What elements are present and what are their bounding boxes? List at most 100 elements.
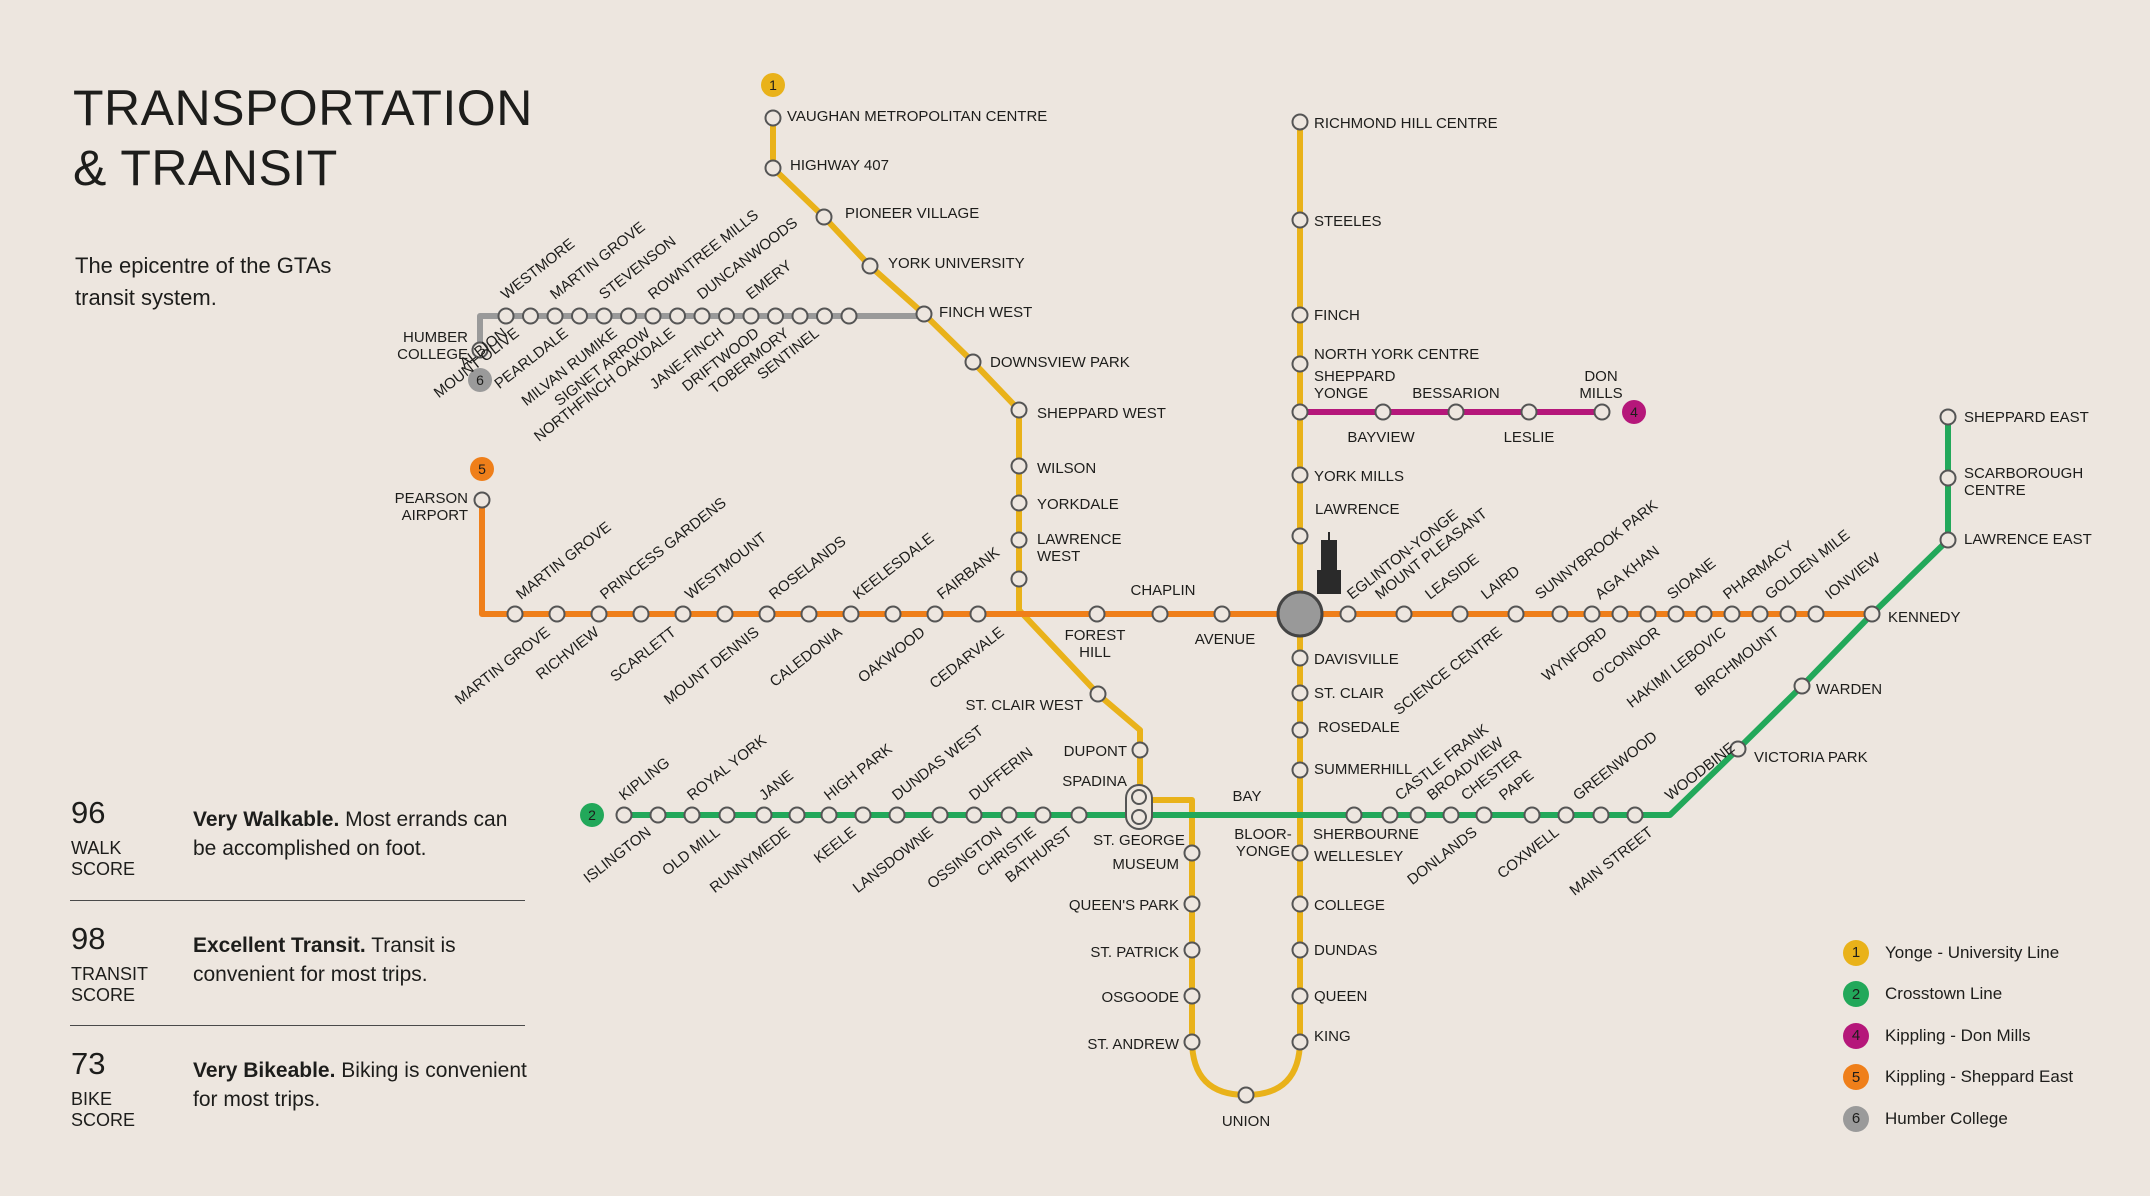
station-marker: [718, 307, 735, 325]
station-marker: [1291, 211, 1309, 229]
station-marker: [1939, 408, 1957, 426]
transit-score-description: Excellent Transit. Transit is convenient…: [193, 934, 456, 986]
station-label: FOREST: [1065, 627, 1126, 644]
station-label: BESSARION: [1412, 385, 1500, 402]
station-marker: [718, 806, 736, 824]
station-label: ISLINGTON: [581, 824, 655, 887]
station-marker: [965, 806, 983, 824]
station-marker: [1034, 806, 1052, 824]
station-label: CHAPLIN: [1130, 582, 1195, 599]
station-label: UNION: [1222, 1113, 1270, 1130]
station-marker: [1451, 605, 1469, 623]
station-marker: [1010, 401, 1028, 419]
station-marker: [1583, 605, 1601, 623]
spadina-interchange-icon: [1125, 784, 1153, 830]
station-label: OSGOODE: [1101, 989, 1179, 1006]
score-divider: [70, 900, 525, 901]
station-label: PIONEER VILLAGE: [845, 205, 979, 222]
station-marker: [1723, 605, 1741, 623]
station-label: SPADINA: [1062, 773, 1127, 790]
title-line-2: & TRANSIT: [73, 140, 338, 196]
station-marker: [1010, 494, 1028, 512]
station-marker: [1447, 403, 1465, 421]
transit-score-value: 98: [71, 921, 106, 956]
station-label: GREENWOOD: [1570, 728, 1661, 804]
station-label: OLD MILL: [659, 824, 723, 879]
score-divider: [70, 1025, 525, 1026]
station-label: ST. CLAIR WEST: [965, 697, 1083, 714]
station-marker: [620, 307, 637, 325]
station-marker: [1183, 1033, 1201, 1051]
station-marker: [1345, 806, 1363, 824]
station-label: KENNEDY: [1888, 609, 1961, 626]
station-marker: [1291, 941, 1309, 959]
station-label: MAIN STREET: [1567, 824, 1657, 899]
station-marker: [1639, 605, 1657, 623]
station-label: WEST: [1037, 548, 1080, 565]
station-label: YORK UNIVERSITY: [888, 255, 1025, 272]
station-marker: [800, 605, 818, 623]
station-marker: [840, 307, 858, 325]
line-badge-circle: [1622, 400, 1646, 424]
station-marker: [674, 605, 692, 623]
line-1-badge: 1: [761, 73, 785, 97]
station-marker: [788, 806, 806, 824]
station-label: COXWELL: [1494, 824, 1562, 883]
station-marker: [1183, 941, 1201, 959]
station-label: SUMMERHILL: [1314, 761, 1412, 778]
station-label: SCIENCE CENTRE: [1391, 624, 1506, 719]
station-marker: [1291, 306, 1309, 324]
station-label: IONVIEW: [1822, 549, 1884, 603]
line-badge-number: 4: [1630, 404, 1638, 420]
station-marker: [1793, 677, 1811, 695]
station-marker: [1779, 605, 1797, 623]
station-label: ROSELANDS: [766, 533, 849, 603]
station-label: SHERBOURNE: [1313, 826, 1419, 843]
station-marker: [1010, 531, 1028, 549]
station-marker: [755, 806, 773, 824]
station-marker: [1010, 570, 1028, 588]
station-label: VAUGHAN METROPOLITAN CENTRE: [787, 108, 1047, 125]
station-marker: [595, 307, 613, 325]
station-marker: [1442, 806, 1460, 824]
station-marker: [1183, 895, 1201, 913]
station-marker: [915, 305, 933, 323]
station-label: DOWNSVIEW PARK: [990, 354, 1130, 371]
station-label: MUSEUM: [1112, 856, 1179, 873]
station-marker: [1395, 605, 1413, 623]
station-marker: [590, 605, 608, 623]
station-label: HUMBER: [403, 329, 468, 346]
station-marker: [1593, 403, 1611, 421]
station-marker: [1475, 806, 1493, 824]
station-marker: [1507, 605, 1525, 623]
station-label: LAWRENCE EAST: [1964, 531, 2092, 548]
station-marker: [764, 109, 782, 127]
station-marker: [1291, 844, 1309, 862]
station-label: COLLEGE: [397, 346, 468, 363]
station-marker: [669, 307, 686, 325]
station-marker: [854, 806, 872, 824]
station-marker: [884, 605, 902, 623]
walk-score-description: Very Walkable. Most errands can be accom…: [193, 808, 508, 860]
page-subtitle: The epicentre of the GTAs transit system…: [75, 253, 332, 310]
station-marker: [546, 307, 564, 325]
station-marker: [1183, 844, 1201, 862]
station-label: LESLIE: [1504, 429, 1555, 446]
station-label: ROSEDALE: [1318, 719, 1400, 736]
station-marker: [1000, 806, 1018, 824]
line-badge-number: 6: [476, 372, 484, 388]
station-label: WILSON: [1037, 460, 1096, 477]
station-marker: [1291, 355, 1309, 373]
line-6-badge: 6: [468, 368, 492, 392]
station-label: SHEPPARD: [1314, 368, 1396, 385]
station-marker: [497, 307, 515, 325]
legend-label: Crosstown Line: [1885, 984, 2003, 1004]
line-badge-number: 5: [478, 461, 486, 477]
station-label: HIGH PARK: [821, 741, 896, 805]
page-title: TRANSPORTATION & TRANSIT: [73, 78, 533, 198]
legend-label: Kippling - Don Mills: [1885, 1025, 2031, 1045]
line-2-badge: 2: [580, 803, 604, 827]
